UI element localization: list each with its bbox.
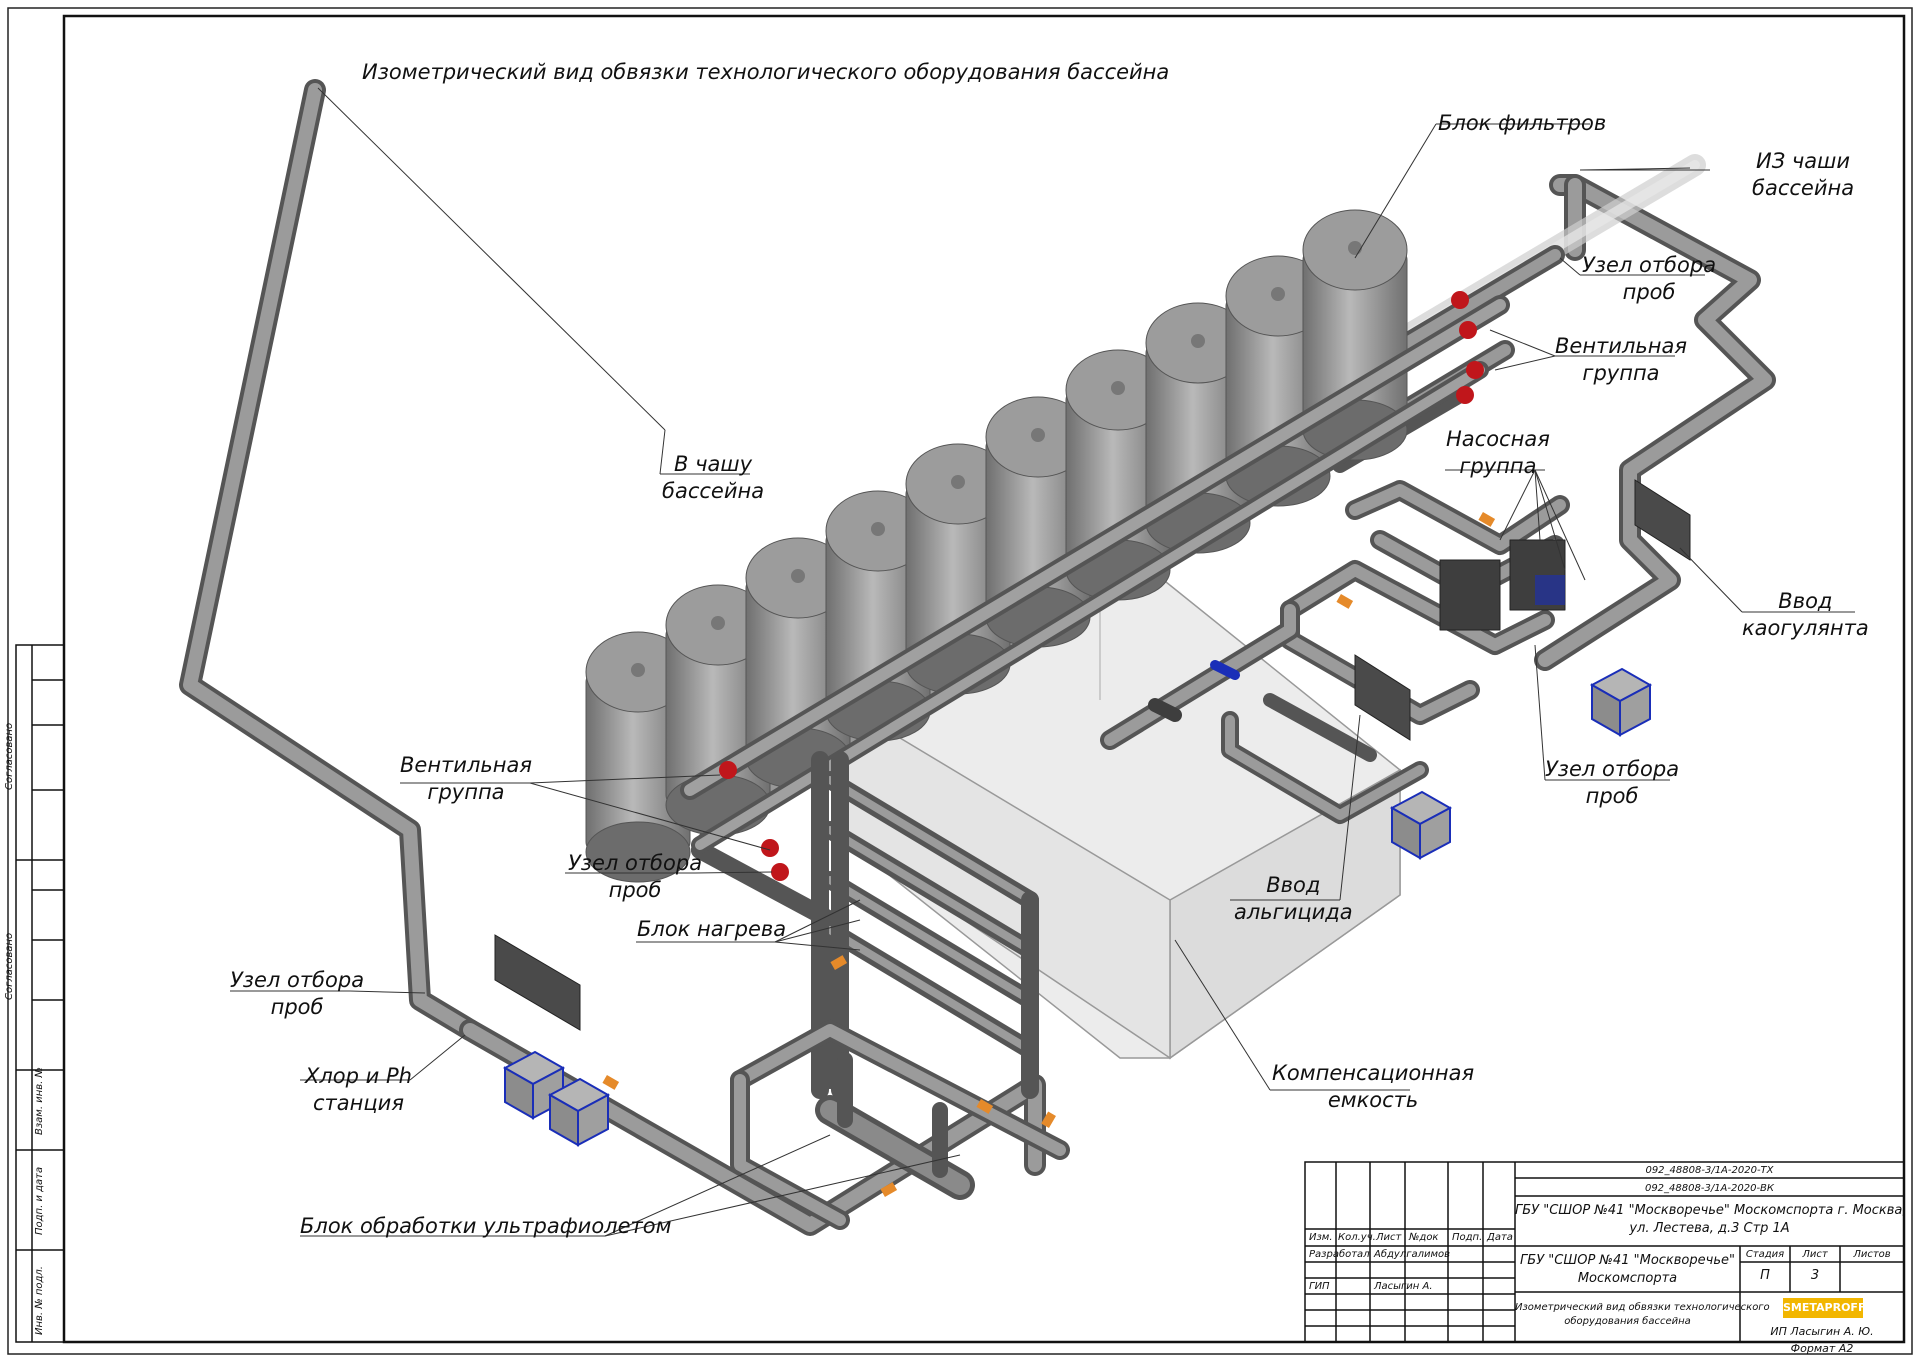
side-inv-orig: Инв. № подл. xyxy=(34,1266,45,1335)
label-chlorine-station: Хлор и Ph станция xyxy=(305,1063,412,1117)
label-line: Узел отбора xyxy=(1582,253,1717,277)
label-line: группа xyxy=(1459,454,1537,478)
label-line: проб xyxy=(1622,280,1676,304)
valve-icon xyxy=(719,761,737,779)
flanges xyxy=(602,512,1496,1197)
tb-code-2: 092_48808-3/1А-2020-ВК xyxy=(1644,1183,1775,1194)
side-replaced-inv: Взам. инв. № xyxy=(34,1067,45,1135)
valve-icon xyxy=(1451,291,1469,309)
label-line: группа xyxy=(427,780,505,804)
label-line: Узел отбора xyxy=(230,968,365,992)
station-cube xyxy=(547,1077,611,1147)
label-coagulant-input: Ввод каогулянта xyxy=(1742,588,1869,642)
tb-name-1: Абдулгалимов xyxy=(1374,1249,1451,1260)
label-sampling-mid: Узел отбора проб xyxy=(568,850,702,904)
tb-sheet-v: 3 xyxy=(1810,1268,1820,1283)
tb-org-1: ГБУ "СШОР №41 "Москворечье" Москомспорта… xyxy=(1515,1203,1907,1218)
label-line: бассейна xyxy=(1752,176,1855,200)
valve-icon xyxy=(1466,361,1484,379)
tb-role-2: ГИП xyxy=(1309,1281,1330,1292)
label-line: каогулянта xyxy=(1742,616,1869,640)
side-agreed-2: Согласовано xyxy=(4,932,15,1000)
label-line: проб xyxy=(608,878,662,902)
label-line: Вентильная xyxy=(400,753,532,777)
tb-org-2: ул. Лестева, д.3 Стр 1А xyxy=(1629,1221,1790,1236)
tb-sheets-h: Листов xyxy=(1853,1249,1891,1260)
outer-frame xyxy=(7,7,1913,1355)
tb-col-kol: Кол.уч. xyxy=(1338,1232,1376,1243)
control-panels xyxy=(494,479,1691,1031)
label-algicide-input: Ввод альгицида xyxy=(1234,872,1353,926)
tb-role-1: Разработал xyxy=(1309,1249,1370,1260)
dosing-stations xyxy=(502,667,1653,1147)
uv-block xyxy=(730,1020,1070,1230)
station-cube xyxy=(1589,667,1653,737)
side-agreed-1: Согласовано xyxy=(4,722,15,790)
drawing-title: Изометрический вид обвязки технологическ… xyxy=(362,60,1170,84)
side-sign-date: Подп. и дата xyxy=(34,1166,45,1235)
tb-stage-v: П xyxy=(1760,1268,1770,1283)
label-compensation-tank: Компенсационная емкость xyxy=(1272,1060,1474,1114)
tb-code-1: 092_48808-3/1А-2020-ТХ xyxy=(1645,1165,1774,1176)
label-line: Хлор и Ph xyxy=(305,1064,412,1088)
valve-icon xyxy=(1459,321,1477,339)
front-manifold xyxy=(680,295,1510,854)
tb-col-list: Лист xyxy=(1376,1232,1402,1243)
valve-icon xyxy=(771,863,789,881)
tb-col-izm: Изм. xyxy=(1309,1232,1333,1243)
company-logo: SMETAPROFF xyxy=(1783,1298,1865,1318)
label-heating-block: Блок нагрева xyxy=(637,917,787,941)
label-line: бассейна xyxy=(662,479,765,503)
valves xyxy=(719,291,1484,881)
label-line: проб xyxy=(1585,784,1639,808)
label-uv-block: Блок обработки ультрафиолетом xyxy=(300,1214,672,1238)
valve-icon xyxy=(1456,386,1474,404)
label-valve-group-left: Вентильная группа xyxy=(400,752,532,806)
label-line: Компенсационная xyxy=(1272,1061,1475,1085)
side-stamp-grid xyxy=(15,644,65,1343)
tb-col-ndok: №док xyxy=(1409,1232,1439,1243)
tank-inlet-pipe xyxy=(1100,600,1429,824)
label-line: Узел отбора xyxy=(568,851,703,875)
label-line: В чашу xyxy=(674,452,753,476)
label-line: станция xyxy=(313,1091,404,1115)
tb-stage-h: Стадия xyxy=(1745,1249,1785,1260)
label-line: Узел отбора xyxy=(1545,757,1680,781)
label-sampling-left: Узел отбора проб xyxy=(230,967,364,1021)
tb-col-podp: Подп. xyxy=(1452,1232,1483,1243)
tb-drawing-2: оборудования бассейна xyxy=(1564,1316,1691,1327)
label-valve-group-right: Вентильная группа xyxy=(1555,333,1687,387)
tb-company: ИП Ласыгин А. Ю. xyxy=(1770,1325,1874,1338)
tb-sheet-h: Лист xyxy=(1802,1249,1828,1260)
station-cube xyxy=(1389,790,1453,860)
label-line: проб xyxy=(270,995,324,1019)
label-line: Ввод xyxy=(1266,873,1321,897)
tb-format: Формат А2 xyxy=(1790,1342,1854,1355)
label-sampling-top: Узел отбора проб xyxy=(1582,252,1716,306)
label-line: емкость xyxy=(1327,1088,1419,1112)
label-line: Насосная xyxy=(1446,427,1550,451)
title-block-grid xyxy=(1304,1161,1905,1343)
label-line: Вентильная xyxy=(1555,334,1687,358)
pump-group xyxy=(1280,480,1570,725)
label-pump-group: Насосная группа xyxy=(1446,426,1550,480)
tb-name-2: Ласыгин А. xyxy=(1374,1281,1433,1292)
label-filters-block: Блок фильтров xyxy=(1438,111,1607,135)
tb-col-data: Дата xyxy=(1487,1232,1513,1243)
tb-drawing-1: Изометрический вид обвязки технологическ… xyxy=(1515,1302,1770,1313)
label-to-bowl: В чашу бассейна xyxy=(662,451,764,505)
valve-icon xyxy=(761,839,779,857)
leader-lines xyxy=(230,87,1855,1237)
tb-project-2: Москомспорта xyxy=(1577,1271,1678,1286)
label-line: альгицида xyxy=(1234,900,1353,924)
label-from-bowl: ИЗ чаши бассейна xyxy=(1752,148,1854,202)
tb-project-1: ГБУ "СШОР №41 "Москворечье" xyxy=(1520,1253,1735,1268)
label-sampling-right: Узел отбора проб xyxy=(1545,756,1679,810)
filter-tank xyxy=(585,631,691,883)
label-line: группа xyxy=(1582,361,1660,385)
label-line: Ввод xyxy=(1778,589,1833,613)
label-line: ИЗ чаши xyxy=(1756,149,1851,173)
